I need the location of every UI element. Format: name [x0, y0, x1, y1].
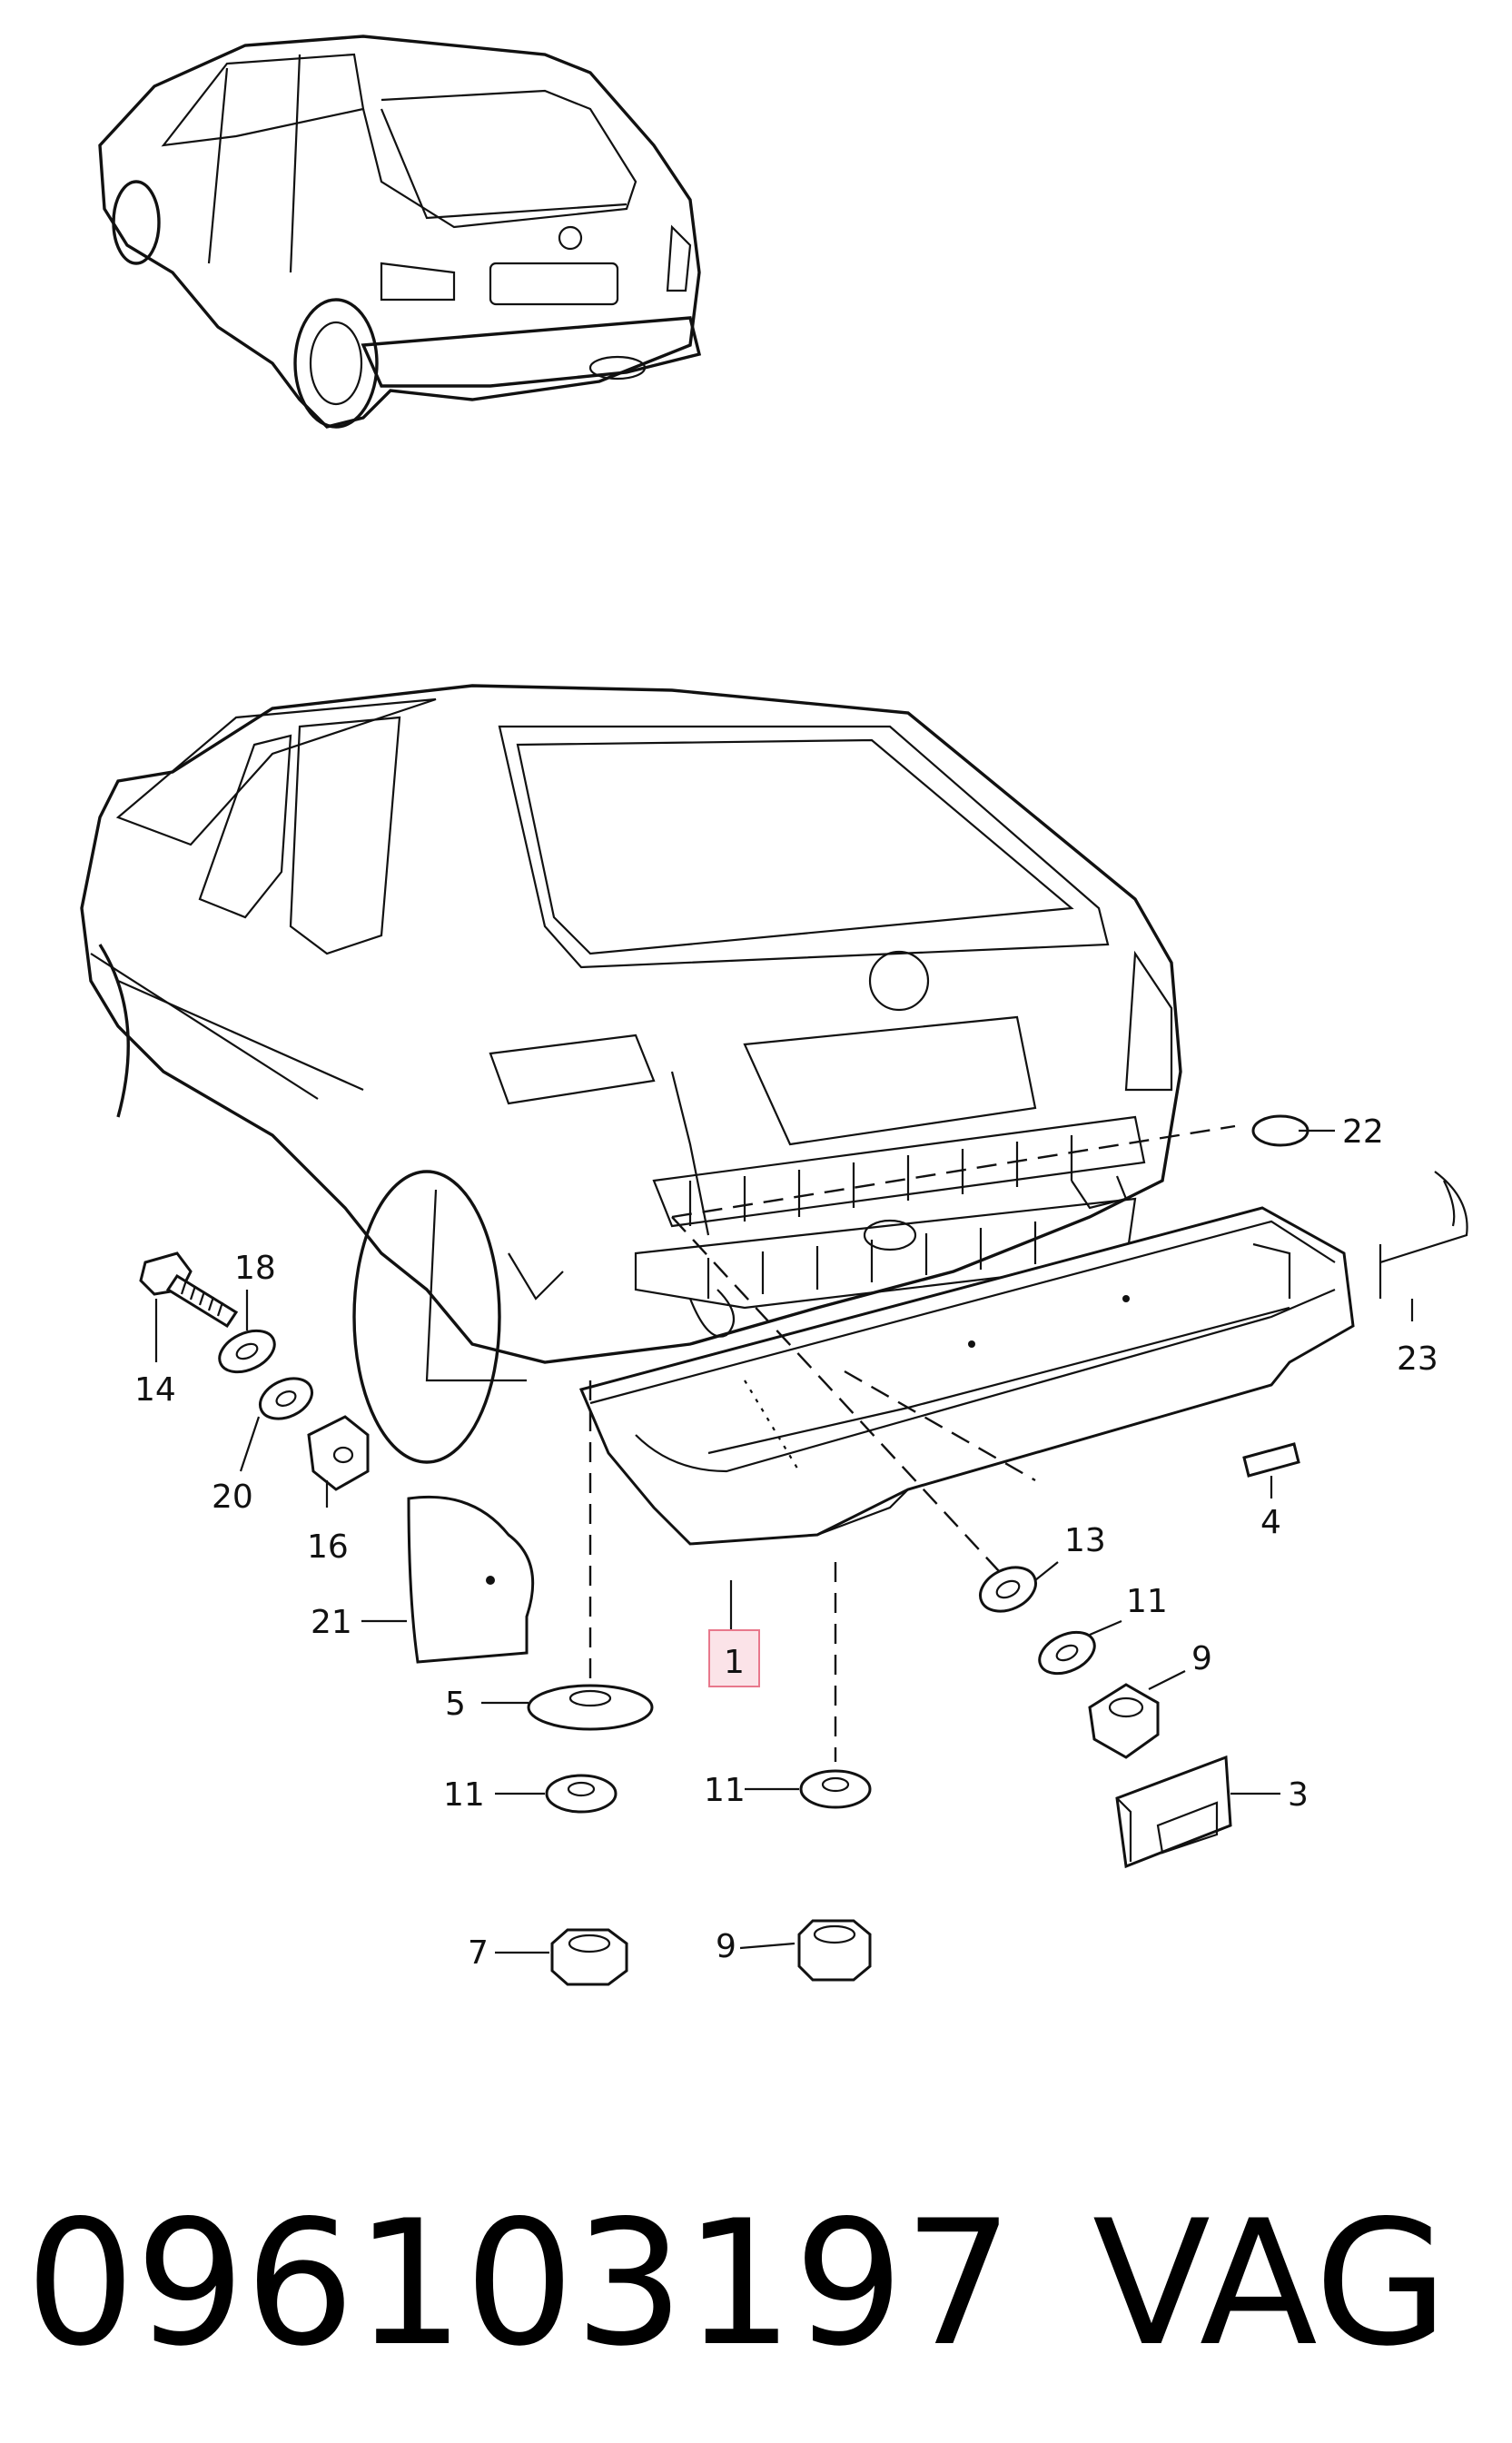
- callout-1: 1: [724, 1644, 745, 1681]
- nut-7: [550, 1928, 628, 1986]
- part-number: 096103197: [25, 2183, 1013, 2384]
- callout-9-right: 9: [1191, 1640, 1212, 1677]
- spring-washer-11-left: [545, 1774, 618, 1814]
- spring-washer-11-center: [799, 1769, 872, 1809]
- thumbnail-car: [98, 35, 702, 429]
- callout-22: 22: [1342, 1113, 1384, 1151]
- bracket-3: [1115, 1755, 1232, 1869]
- callout-16: 16: [307, 1528, 349, 1566]
- washer-18: [218, 1329, 276, 1374]
- callout-7: 7: [468, 1934, 489, 1972]
- callout-23: 23: [1397, 1340, 1438, 1378]
- strip-23: [1379, 1171, 1468, 1299]
- spring-washer-11-right: [1038, 1630, 1096, 1676]
- leader-lines: [154, 1129, 1414, 1954]
- brand: VAG: [1092, 2183, 1448, 2384]
- callout-3: 3: [1288, 1776, 1309, 1814]
- parts-diagram: 1 3 4 5 7 9 9 11 11 11 13 14 16 18 20 21…: [80, 35, 1468, 1986]
- callout-21: 21: [311, 1604, 352, 1641]
- mud-flap: [407, 1189, 535, 1664]
- assembly-lines: [588, 1124, 1236, 1762]
- callout-14: 14: [134, 1371, 176, 1409]
- callout-11-right: 11: [1126, 1583, 1168, 1620]
- trim-4: [1242, 1442, 1300, 1478]
- callout-11-left: 11: [443, 1776, 485, 1814]
- callout-1-highlight: [708, 1629, 760, 1687]
- callout-5: 5: [445, 1686, 466, 1723]
- callout-9-bottom: 9: [716, 1928, 736, 1965]
- spring-washer-20: [259, 1377, 313, 1420]
- rear-bumper: [578, 1206, 1355, 1546]
- washer-13: [979, 1566, 1037, 1613]
- callout-18: 18: [234, 1250, 276, 1287]
- nut-9-right: [1088, 1683, 1160, 1759]
- callout-20: 20: [212, 1479, 253, 1516]
- callout-labels: 1 3 4 5 7 9 9 11 11 11 13 14 16 18 20 21…: [134, 1113, 1438, 1972]
- callout-4: 4: [1260, 1504, 1281, 1541]
- nut-16: [307, 1415, 370, 1491]
- callout-11-center: 11: [704, 1772, 746, 1809]
- caption: 096103197 VAG: [25, 2175, 1487, 2393]
- bolt-14: [139, 1251, 239, 1329]
- washer-5: [527, 1684, 654, 1731]
- callout-13: 13: [1064, 1522, 1106, 1559]
- rear-panel-grid: [508, 1115, 1146, 1338]
- car-body: [80, 684, 1182, 1464]
- nut-9-bottom: [797, 1919, 872, 1982]
